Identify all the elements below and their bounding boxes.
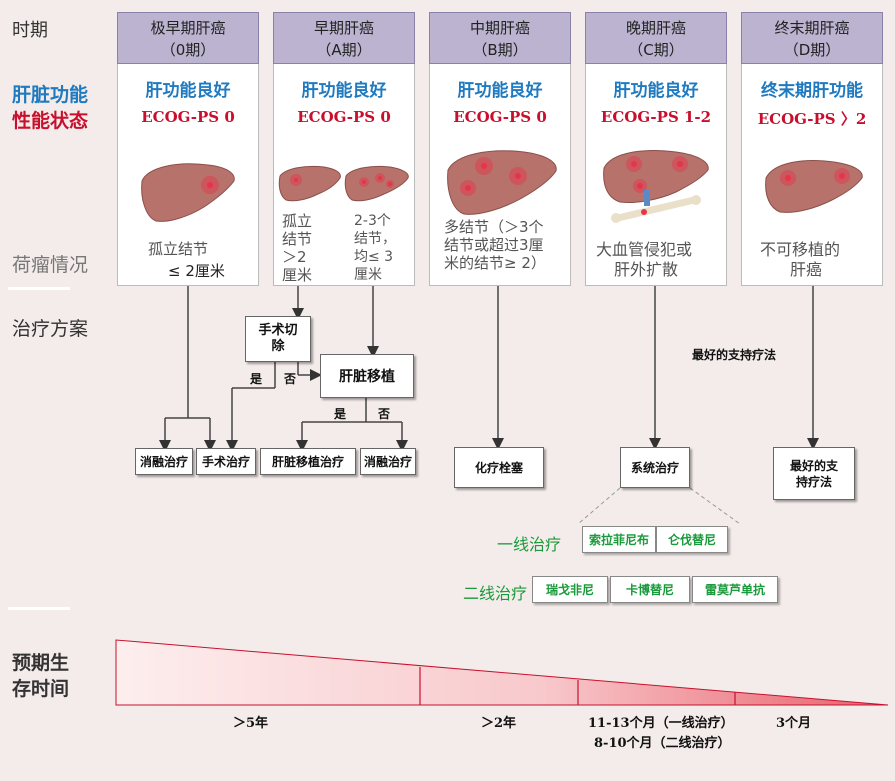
row-label-stage: 时期 bbox=[12, 20, 48, 41]
drug-regorafenib: 瑞戈非尼 bbox=[532, 576, 608, 603]
row-label-tumor-burden: 荷瘤情况 bbox=[12, 254, 89, 276]
stage-column-c: 肝功能良好 ECOG-PS 1-2 大血管侵犯或肝外扩散 bbox=[585, 64, 727, 286]
tumor-desc-0a: 孤立结节 bbox=[148, 240, 209, 258]
stage-column-b: 肝功能良好 ECOG-PS 0 多结节（＞3个结节或超过3厘米的结节≥ 2） bbox=[429, 64, 571, 286]
liver-icon bbox=[278, 165, 341, 202]
liver-function-a: 肝功能良好 bbox=[301, 81, 387, 101]
drug-ramucirumab: 雷莫芦单抗 bbox=[692, 576, 778, 603]
liver-bone-icon bbox=[603, 150, 709, 223]
survival-stage-b: ＞2年 bbox=[481, 716, 517, 731]
transplant-no-label: 否 bbox=[378, 407, 391, 421]
liver-icon bbox=[141, 163, 235, 222]
stage-header-b: 中期肝癌（B期） bbox=[429, 12, 571, 64]
ecog-a: ECOG-PS 0 bbox=[297, 108, 391, 126]
ecog-c: ECOG-PS 1-2 bbox=[600, 108, 712, 126]
survival-stage-c-second: 8-10个月（二线治疗） bbox=[594, 736, 731, 751]
liver-icon bbox=[447, 150, 557, 215]
liver-function-c: 肝功能良好 bbox=[613, 81, 699, 101]
ecog-d: ECOG-PS 〉2 bbox=[757, 110, 867, 128]
best-support-note: 最好的支持疗法 bbox=[692, 348, 777, 362]
systemic-therapy-box: 系统治疗 bbox=[620, 447, 690, 488]
stage-column-0: 肝功能良好 ECOG-PS 0 孤立结节 ≤ 2厘米 bbox=[117, 64, 259, 286]
surgery-decision-box: 手术切除 bbox=[245, 316, 311, 362]
stage-header-d: 终末期肝癌（D期） bbox=[741, 12, 883, 64]
row-label-survival-2: 存时间 bbox=[12, 678, 70, 700]
stage-column-d: 终末期肝功能 ECOG-PS 〉2 不可移植的肝癌 bbox=[741, 64, 883, 286]
drug-sorafenib: 索拉菲尼布 bbox=[582, 526, 656, 553]
stage-header-c: 晚期肝癌（C期） bbox=[585, 12, 727, 64]
ablation-box-2: 消融治疗 bbox=[360, 448, 416, 475]
ecog-0: ECOG-PS 0 bbox=[141, 108, 235, 126]
separator-line bbox=[8, 607, 70, 610]
stage-header-0: 极早期肝癌（0期） bbox=[117, 12, 259, 64]
second-line-label: 二线治疗 bbox=[463, 584, 528, 603]
row-label-treatment: 治疗方案 bbox=[12, 318, 89, 340]
surgery-treatment-box: 手术治疗 bbox=[196, 448, 256, 475]
tumor-desc-d: 不可移植的肝癌 bbox=[760, 240, 841, 279]
tumor-desc-0b: ≤ 2厘米 bbox=[168, 262, 225, 280]
ablation-box-1: 消融治疗 bbox=[135, 448, 193, 475]
transplant-decision-box: 肝脏移植 bbox=[320, 354, 414, 398]
liver-function-b: 肝功能良好 bbox=[457, 81, 543, 101]
tumor-desc-b: 多结节（＞3个结节或超过3厘米的结节≥ 2） bbox=[444, 218, 546, 272]
row-label-performance-status: 性能状态 bbox=[12, 110, 89, 132]
survival-stage-c-first: 11-13个月（一线治疗） bbox=[588, 716, 734, 731]
survival-stage-0a: ＞5年 bbox=[233, 716, 269, 731]
tumor-desc-c: 大血管侵犯或肝外扩散 bbox=[596, 240, 693, 279]
liver-function-d: 终末期肝功能 bbox=[761, 81, 863, 101]
survival-stage-d: 3个月 bbox=[776, 716, 812, 731]
drug-cabozantinib: 卡博替尼 bbox=[610, 576, 690, 603]
surgery-no-label: 否 bbox=[284, 372, 297, 386]
transplant-treatment-box: 肝脏移植治疗 bbox=[260, 448, 356, 475]
ecog-b: ECOG-PS 0 bbox=[453, 108, 547, 126]
liver-function-0: 肝功能良好 bbox=[145, 81, 231, 101]
transplant-yes-label: 是 bbox=[334, 407, 347, 421]
stage-header-a: 早期肝癌（A期） bbox=[273, 12, 415, 64]
liver-icon bbox=[765, 160, 863, 213]
chemoembolization-box: 化疗栓塞 bbox=[454, 447, 544, 488]
best-support-box: 最好的支持疗法 bbox=[773, 447, 855, 500]
first-line-label: 一线治疗 bbox=[497, 535, 562, 554]
row-label-survival-1: 预期生 bbox=[12, 652, 70, 674]
separator-line bbox=[8, 287, 70, 290]
drug-lenvatinib: 仑伐替尼 bbox=[656, 526, 728, 553]
row-label-liver-function: 肝脏功能 bbox=[12, 84, 89, 106]
liver-icon bbox=[344, 165, 409, 202]
surgery-yes-label: 是 bbox=[250, 372, 263, 386]
